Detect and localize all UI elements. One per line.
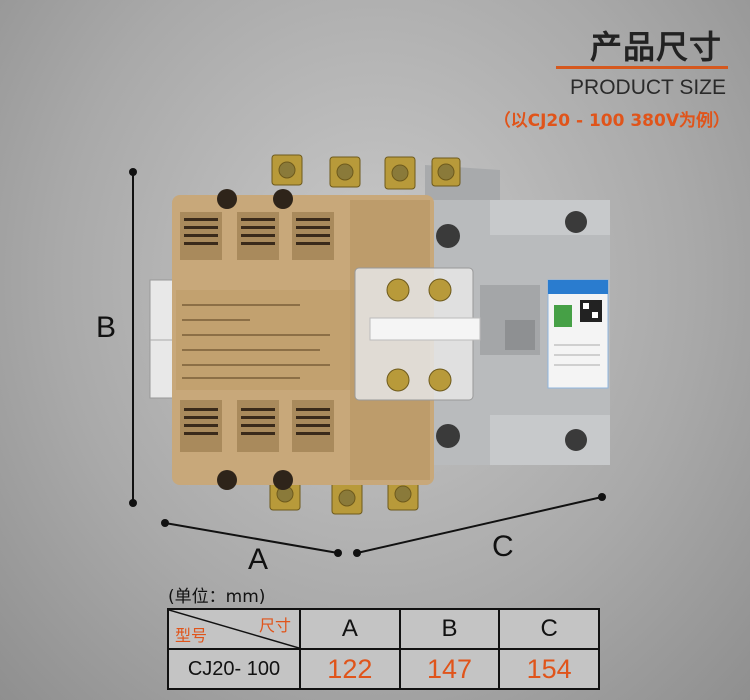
corner-label-size: 尺寸 [258,618,291,635]
dimension-table: 尺寸 型号 A B C CJ20- 100 122 147 154 [167,608,600,690]
contactor-illustration [129,154,610,557]
top-terminals [271,154,461,190]
aux-contact-right [354,267,481,401]
nameplate-label [547,279,609,389]
corner-label-model: 型号 [175,628,208,645]
housing-engraved-marking [182,304,330,379]
table-row: CJ20- 100 122 147 154 [167,648,600,690]
page-subtitle: PRODUCT SIZE [570,76,726,99]
table-header-row: 尺寸 型号 A B C [167,608,600,650]
dimension-line-c [353,493,606,557]
dimension-label-a: A [248,543,269,576]
aux-contact-left [149,279,177,399]
grey-body [425,165,610,465]
dimension-line-a [161,519,342,557]
corner-header-cell: 尺寸 型号 [167,608,301,650]
header-a: A [299,608,401,650]
housing-screw-holes [217,189,293,490]
page-title: 产品尺寸 [589,28,722,66]
dimension-line-b [129,168,137,507]
vent-grilles [180,212,334,452]
unit-label: (单位：mm) [168,587,266,607]
header-b: B [398,608,501,650]
dimension-label-b: B [96,311,117,344]
value-c: 154 [498,648,600,690]
dimension-label-c: C [492,530,514,563]
example-note: （以CJ20 - 100 380V为例） [493,111,730,131]
title-divider [556,66,728,69]
header-c: C [498,608,600,650]
value-b: 147 [398,648,501,690]
value-a: 122 [299,648,401,690]
model-cell: CJ20- 100 [167,648,301,690]
diagonal-divider [169,610,299,648]
